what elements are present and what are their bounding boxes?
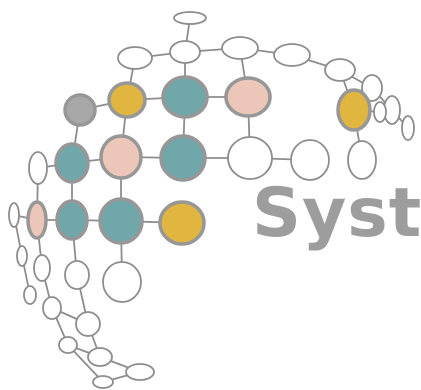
network-node-white [361,74,383,102]
network-node-white [28,151,48,185]
network-node-white [42,296,62,320]
network-node-white [58,336,78,354]
network-node-white [221,36,259,60]
network-node-white [102,261,142,303]
network-node-white [64,260,90,290]
network-node-pink [224,76,272,118]
network-node-gray [63,93,97,127]
network-node-white [16,245,28,267]
network-node-gold [336,88,372,132]
network-node-teal [98,197,144,245]
network-node-white [169,40,201,64]
network-node-white [173,11,207,25]
network-nodes [8,11,415,389]
network-node-white [117,46,153,70]
network-node-white [33,254,51,282]
network-node-white [125,363,155,381]
network-node-teal [159,134,207,182]
network-node-white [87,347,113,367]
network-node-white [92,375,114,389]
network-node-teal [55,199,89,241]
network-node-white [23,285,37,305]
network-node-gold [158,200,206,246]
network-node-white [290,139,330,181]
network-node-teal [161,75,209,119]
network-node-white [273,43,311,67]
network-node-pink [99,134,143,180]
network-node-pink [26,200,48,240]
network-node-teal [54,142,90,184]
network-node-white [8,202,20,228]
network-node-white [324,58,356,82]
network-node-white [347,140,377,180]
brand-wordmark: Systè [252,174,421,253]
network-node-gold [107,81,147,119]
network-node-white [401,115,415,141]
network-node-white [75,311,101,337]
network-node-white [227,136,273,180]
network-node-white [373,101,387,123]
